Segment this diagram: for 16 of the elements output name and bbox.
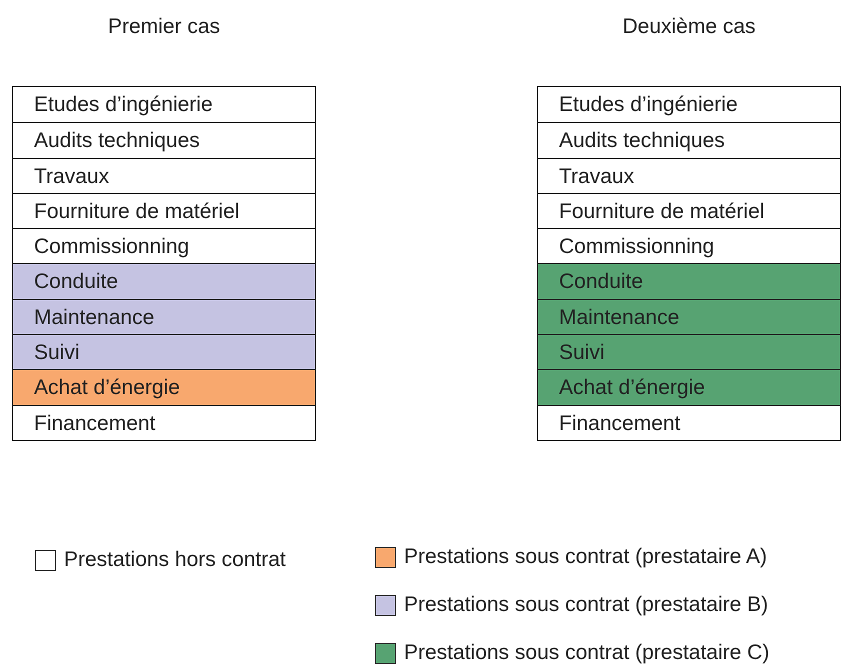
legend-label: Prestations sous contrat (prestataire B) bbox=[404, 593, 768, 617]
task-row: Commissionning bbox=[538, 228, 840, 264]
task-row: Achat d’énergie bbox=[538, 369, 840, 405]
task-row: Achat d’énergie bbox=[13, 369, 315, 405]
legend-label: Prestations sous contrat (prestataire A) bbox=[404, 545, 767, 569]
task-row: Suivi bbox=[13, 334, 315, 370]
task-row: Maintenance bbox=[538, 298, 840, 334]
task-row: Conduite bbox=[13, 263, 315, 299]
column-heading: Deuxième cas bbox=[621, 14, 757, 40]
legend-label: Prestations hors contrat bbox=[64, 548, 286, 572]
task-row: Conduite bbox=[538, 263, 840, 299]
legend-label: Prestations sous contrat (prestataire C) bbox=[404, 641, 770, 665]
column-heading: Premier cas bbox=[106, 14, 222, 40]
task-row: Suivi bbox=[538, 334, 840, 370]
task-row: Maintenance bbox=[13, 298, 315, 334]
task-row: Commissionning bbox=[13, 228, 315, 264]
